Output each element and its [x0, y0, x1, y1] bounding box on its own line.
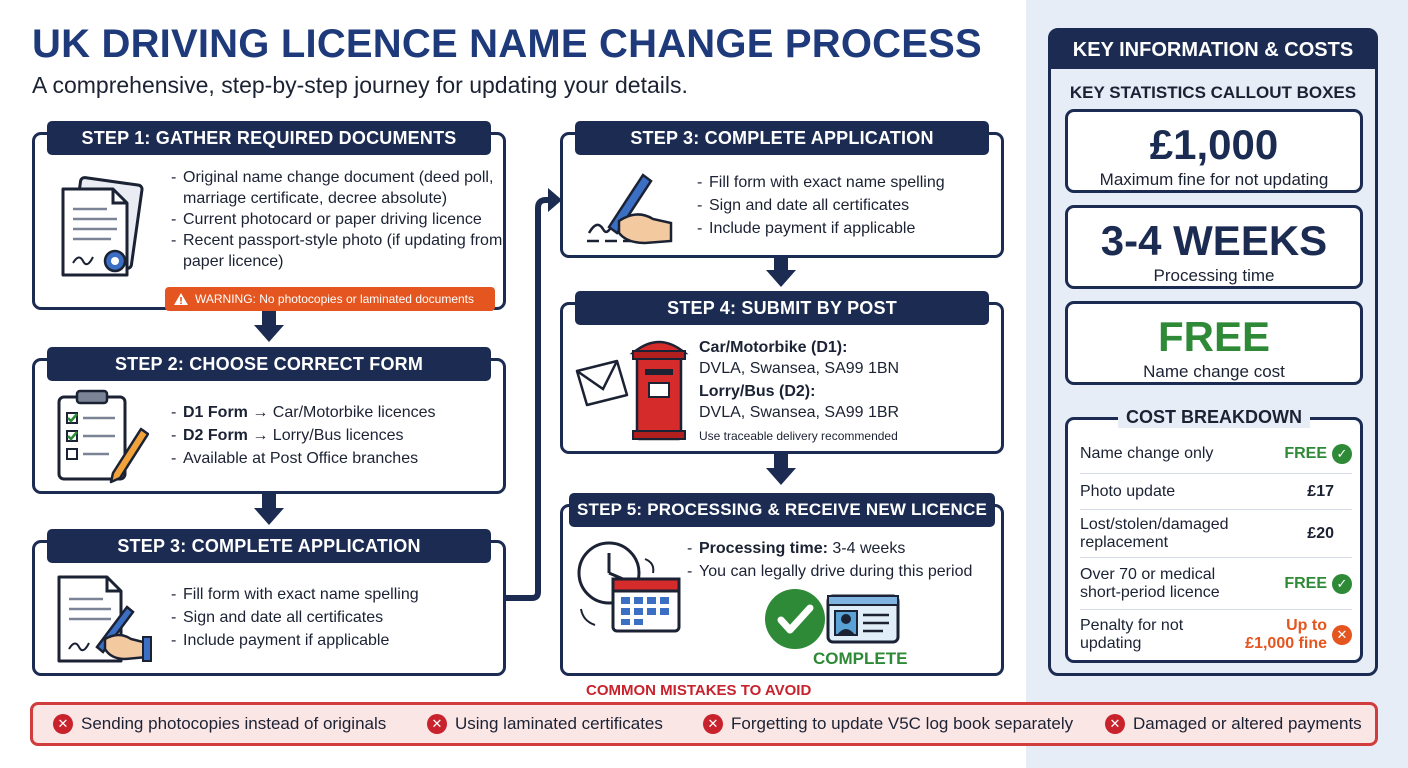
connector-arrow-icon	[504, 188, 562, 601]
step-3-title: STEP 3: COMPLETE APPLICATION	[575, 121, 989, 155]
warning-banner: WARNING: No photocopies or laminated doc…	[165, 287, 495, 311]
key-stats-subtitle: KEY STATISTICS CALLOUT BOXES	[1069, 83, 1357, 102]
mistakes-title: COMMON MISTAKES TO AVOID	[586, 682, 812, 699]
stat-box-cost: FREE Name change cost	[1065, 301, 1363, 385]
step-1-list: -Original name change document (deed pol…	[171, 167, 503, 272]
key-info-title: KEY INFORMATION & COSTS	[1051, 31, 1375, 69]
x-icon: ✕	[1332, 625, 1352, 645]
down-arrow-icon	[766, 454, 796, 485]
list-item: -You can legally drive during this perio…	[687, 563, 973, 580]
warning-icon	[174, 293, 188, 305]
stat-label: Processing time	[1153, 266, 1275, 285]
list-item: -Processing time: 3-4 weeks	[687, 540, 906, 557]
list-item: -Recent passport-style photo (if updatin…	[171, 232, 503, 270]
down-arrow-icon	[254, 311, 284, 342]
key-info-panel: KEY INFORMATION & COSTS KEY STATISTICS C…	[1048, 28, 1378, 676]
list-item: -Include payment if applicable	[171, 632, 390, 649]
lorry-address: DVLA, Swansea, SA99 1BR	[699, 404, 900, 421]
list-item: -Fill form with exact name spelling	[697, 174, 945, 191]
step-3-card-right: STEP 3: COMPLETE APPLICATION -Fill form …	[560, 121, 1004, 258]
page-title: UK DRIVING LICENCE NAME CHANGE PROCESS	[32, 22, 982, 66]
delivery-note: Use traceable delivery recommended	[699, 429, 898, 443]
down-arrow-icon	[766, 256, 796, 287]
cost-breakdown-table: COST BREAKDOWN Name change only FREE✓ Ph…	[1065, 407, 1363, 663]
step-5-card: STEP 5: PROCESSING & RECEIVE NEW LICENCE…	[560, 493, 1004, 676]
table-row: Name change only FREE✓	[1080, 434, 1352, 474]
step-5-list: -Processing time: 3-4 weeks -You can leg…	[687, 537, 999, 583]
mistakes-bar: ✕Sending photocopies instead of original…	[30, 702, 1378, 746]
step-2-title: STEP 2: CHOOSE CORRECT FORM	[47, 347, 491, 381]
mistake-item: ✕Using laminated certificates	[427, 714, 663, 734]
step-1-title: STEP 1: GATHER REQUIRED DOCUMENTS	[47, 121, 491, 155]
mistake-item: ✕Sending photocopies instead of original…	[53, 714, 386, 734]
check-circle-icon	[763, 587, 827, 651]
step-3-list: -Fill form with exact name spelling -Sig…	[171, 583, 503, 652]
car-label: Car/Motorbike (D1):	[699, 339, 848, 356]
stat-label: Maximum fine for not updating	[1099, 170, 1329, 189]
page-subtitle: A comprehensive, step-by-step journey fo…	[32, 72, 688, 98]
documents-icon	[53, 175, 149, 285]
clipboard-checklist-icon	[53, 389, 150, 485]
x-icon: ✕	[427, 714, 447, 734]
step-3-card-left: STEP 3: COMPLETE APPLICATION -Fill form …	[32, 529, 506, 676]
mistake-item: ✕Damaged or altered payments	[1105, 714, 1362, 734]
licence-card-icon	[825, 593, 901, 647]
complete-label: COMPLETE	[813, 649, 908, 668]
step-3-title: STEP 3: COMPLETE APPLICATION	[47, 529, 491, 563]
step-3-list: -Fill form with exact name spelling -Sig…	[697, 171, 997, 240]
step-4-card: STEP 4: SUBMIT BY POST Car/Motorbike (D1…	[560, 291, 1004, 454]
stat-value: FREE	[1157, 313, 1270, 360]
list-item: -Sign and date all certificates	[171, 609, 384, 626]
x-icon: ✕	[703, 714, 723, 734]
step-2-card: STEP 2: CHOOSE CORRECT FORM -D1 Form → C…	[32, 347, 506, 494]
mistake-item: ✕Forgetting to update V5C log book separ…	[703, 714, 1073, 734]
table-row: Over 70 or medical short-period licence …	[1080, 558, 1352, 610]
list-item: -Sign and date all certificates	[697, 197, 910, 214]
table-row: Penalty for not updating Up to £1,000 fi…	[1080, 610, 1352, 660]
stat-value: 3-4 WEEKS	[1100, 217, 1328, 264]
x-icon: ✕	[53, 714, 73, 734]
stat-box-processing: 3-4 WEEKS Processing time	[1065, 205, 1363, 289]
list-item: -D1 Form → Car/Motorbike licences	[171, 404, 436, 421]
table-row: Photo update £17	[1080, 474, 1352, 510]
list-item: -Current photocard or paper driving lice…	[171, 211, 482, 228]
stat-box-fine: £1,000 Maximum fine for not updating	[1065, 109, 1363, 193]
cost-breakdown-title: COST BREAKDOWN	[1118, 407, 1310, 428]
list-item: -Original name change document (deed pol…	[171, 169, 494, 207]
step-2-list: -D1 Form → Car/Motorbike licences -D2 Fo…	[171, 401, 503, 470]
check-icon: ✓	[1332, 443, 1352, 464]
step-5-title: STEP 5: PROCESSING & RECEIVE NEW LICENCE	[569, 493, 995, 527]
stat-label: Name change cost	[1143, 362, 1285, 381]
postbox-envelope-icon	[573, 335, 689, 443]
list-item: -Available at Post Office branches	[171, 450, 419, 467]
list-item: -D2 Form → Lorry/Bus licences	[171, 427, 404, 444]
signing-hand-icon	[579, 163, 679, 255]
step-4-addresses: Car/Motorbike (D1): DVLA, Swansea, SA99 …	[699, 337, 999, 447]
x-icon: ✕	[1105, 714, 1125, 734]
table-row: Lost/stolen/damaged replacement £20	[1080, 510, 1352, 558]
down-arrow-icon	[254, 494, 284, 525]
stat-value: £1,000	[1149, 121, 1279, 168]
step-4-title: STEP 4: SUBMIT BY POST	[575, 291, 989, 325]
list-item: -Fill form with exact name spelling	[171, 586, 419, 603]
lorry-label: Lorry/Bus (D2):	[699, 383, 816, 400]
car-address: DVLA, Swansea, SA99 1BN	[699, 360, 900, 377]
list-item: -Include payment if applicable	[697, 220, 916, 237]
clock-calendar-icon	[575, 537, 687, 637]
step-1-card: STEP 1: GATHER REQUIRED DOCUMENTS -Origi…	[32, 121, 506, 311]
check-icon: ✓	[1332, 573, 1352, 594]
signing-document-icon	[53, 571, 153, 667]
